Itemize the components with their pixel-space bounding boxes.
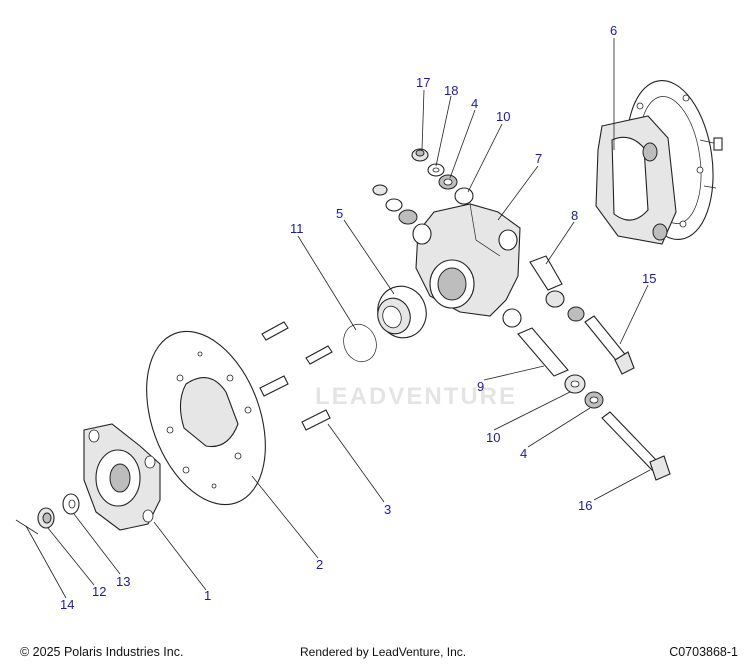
- callout-16[interactable]: 16: [578, 498, 592, 513]
- part-10-spacer-lower[interactable]: [564, 374, 586, 394]
- callout-13[interactable]: 13: [116, 574, 130, 589]
- part-12-castle-nut[interactable]: [37, 507, 55, 529]
- part-10-spacer-upper[interactable]: [454, 187, 474, 205]
- wheel-studs: [259, 321, 333, 397]
- callout-9[interactable]: 9: [477, 379, 484, 394]
- callout-4-lower[interactable]: 4: [520, 446, 527, 461]
- part-18-washer[interactable]: [427, 163, 445, 177]
- drawing-number: C0703868-1: [669, 645, 738, 659]
- part-17-nut[interactable]: [411, 148, 429, 162]
- part-7-knuckle[interactable]: [412, 203, 522, 328]
- callout-8[interactable]: 8: [571, 208, 578, 223]
- part-15-bolt[interactable]: [584, 315, 635, 375]
- part-9-sleeve[interactable]: [517, 327, 569, 377]
- part-1-hub[interactable]: [83, 423, 161, 531]
- watermark-text: LEADVENTURE: [315, 383, 517, 410]
- callout-1[interactable]: 1: [204, 588, 211, 603]
- copyright-text: © 2025 Polaris Industries Inc.: [20, 645, 184, 659]
- callout-4-upper[interactable]: 4: [471, 96, 478, 111]
- callout-5[interactable]: 5: [336, 206, 343, 221]
- callout-3[interactable]: 3: [384, 502, 391, 517]
- part-2-brake-rotor[interactable]: [124, 315, 287, 521]
- part-13-washer[interactable]: [62, 493, 80, 515]
- rendered-by-text: Rendered by LeadVenture, Inc.: [300, 645, 467, 659]
- callout-14[interactable]: 14: [60, 597, 74, 612]
- callout-15[interactable]: 15: [642, 271, 656, 286]
- part-6-caliper[interactable]: [595, 75, 723, 245]
- callout-11[interactable]: 11: [290, 221, 304, 236]
- part-16-bolt[interactable]: [601, 411, 671, 481]
- callout-7[interactable]: 7: [535, 151, 542, 166]
- part-4-bushing-upper[interactable]: [438, 174, 458, 190]
- callout-10-upper[interactable]: 10: [496, 109, 510, 124]
- callout-12[interactable]: 12: [92, 584, 106, 599]
- callout-6[interactable]: 6: [610, 23, 617, 38]
- callout-18[interactable]: 18: [444, 83, 458, 98]
- part-11-snap-ring[interactable]: [338, 320, 381, 367]
- part-4-bushing-lower[interactable]: [584, 391, 604, 409]
- callouts: 6 17 18 4 10 7 11 5 8 15 9 10 4 16 3 2 1…: [60, 23, 656, 612]
- part-3-stud[interactable]: [301, 409, 331, 431]
- callout-10-lower[interactable]: 10: [486, 430, 500, 445]
- part-8-sleeve[interactable]: [529, 255, 585, 322]
- callout-2[interactable]: 2: [316, 557, 323, 572]
- callout-17[interactable]: 17: [416, 75, 430, 90]
- part-5-bearing[interactable]: [371, 279, 434, 344]
- leader-lines: [25, 38, 651, 599]
- knuckle-hardware-left: [372, 184, 418, 225]
